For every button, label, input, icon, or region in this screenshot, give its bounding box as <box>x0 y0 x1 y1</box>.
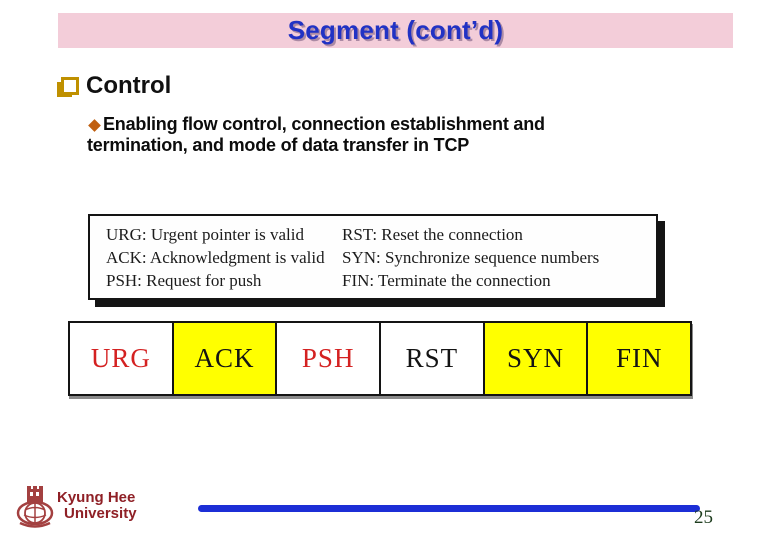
flag-definitions-left-column: URG: Urgent pointer is valid ACK: Acknow… <box>106 223 325 292</box>
flag-definitions-box: URG: Urgent pointer is valid ACK: Acknow… <box>88 214 658 300</box>
university-logo <box>16 486 54 528</box>
definition-syn: SYN: Synchronize sequence numbers <box>342 248 600 267</box>
flag-cell-psh: PSH <box>275 323 380 394</box>
flag-cell-syn: SYN <box>482 323 587 394</box>
square-bullet-icon <box>57 77 79 99</box>
definition-rst: RST: Reset the connection <box>342 225 523 244</box>
institution-line1: Kyung Hee <box>57 489 136 506</box>
definition-psh: PSH: Request for push <box>106 271 262 290</box>
heading-control: Control <box>86 72 172 99</box>
slide-title-bar: Segment (cont’d) <box>58 13 733 48</box>
definition-ack: ACK: Acknowledgment is valid <box>106 248 325 267</box>
page-number: 25 <box>694 507 713 528</box>
footer-divider-line <box>198 505 700 512</box>
body-text-line2: termination, and mode of data transfer i… <box>87 135 470 155</box>
flag-cell-fin: FIN <box>586 323 691 394</box>
flag-cell-ack: ACK <box>171 323 276 394</box>
flag-cells-row: URG ACK PSH RST SYN FIN <box>68 321 692 396</box>
flag-cell-urg: URG <box>70 323 172 394</box>
flag-definitions-right-column: RST: Reset the connection SYN: Synchroni… <box>342 223 599 292</box>
institution-line2: University <box>64 505 137 522</box>
institution-name: Kyung Hee University <box>57 490 137 522</box>
definition-fin: FIN: Terminate the connection <box>342 271 551 290</box>
flag-cell-rst: RST <box>379 323 483 394</box>
diamond-bullet-icon <box>88 119 101 132</box>
definition-urg: URG: Urgent pointer is valid <box>106 225 304 244</box>
slide-title: Segment (cont’d) <box>287 15 504 45</box>
body-text-line1: Enabling flow control, connection establ… <box>103 114 545 134</box>
